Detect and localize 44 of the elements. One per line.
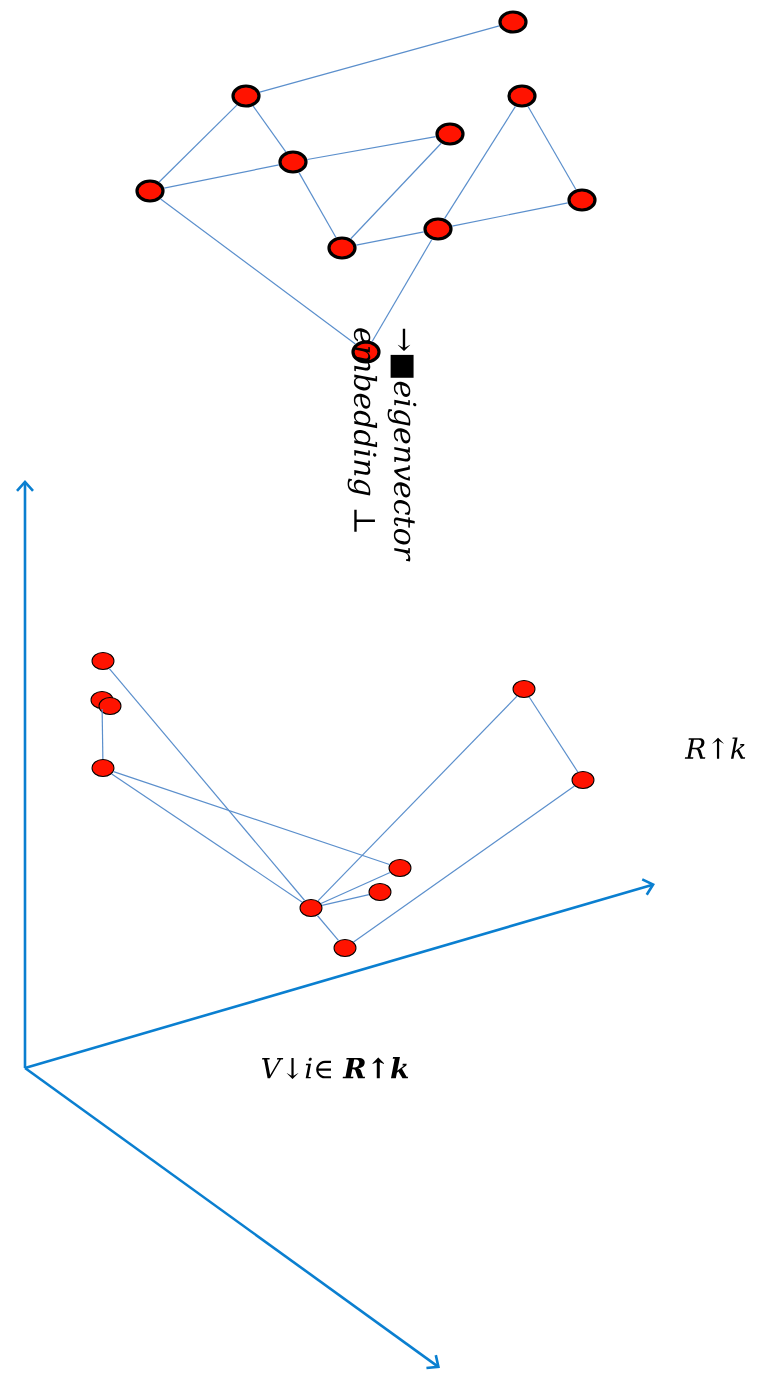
graph-edge [298,172,337,239]
graph-vertex [571,771,595,789]
graph-edge [158,104,238,183]
graph-vertex [91,759,115,777]
graph-vertex [435,122,465,146]
math-label: →■eigenvector embedding ⊥ [347,328,417,562]
math-label: R↑k [684,737,746,759]
graph-edge [259,25,500,93]
graph-edge [306,135,437,161]
graph-edge [355,231,425,246]
graph-vertex [135,179,165,203]
graph-edge [163,164,280,189]
graph-vertex [507,84,537,108]
graph-edge [443,105,517,220]
graph-edge [252,105,287,153]
graph-vertex [327,236,357,260]
graph-vertex [388,859,412,877]
graph-vertex [512,680,536,698]
math-label: V↓i∈ R↑k [262,1057,409,1079]
graph-vertex [98,697,122,715]
graph-vertex [333,939,357,957]
graph-edge [316,914,340,942]
graph-edge [108,667,306,902]
graph-edge [528,696,579,773]
graph-vertex [423,217,453,241]
graph-edge [112,770,391,866]
graph-edge [321,893,370,907]
graph-vertex [567,188,597,212]
graph-edge [352,785,576,943]
graph-vertex [278,150,308,174]
graph-vertex [91,652,115,670]
graph-vertex [498,10,528,34]
graph-vertex [368,883,392,901]
graph-edge [371,238,433,343]
graph-vertex [299,899,323,917]
graph-edge [160,198,356,345]
graph-vertex [231,84,261,108]
graph-edge [317,695,518,902]
graph-edge [111,773,303,903]
graph-edge [101,708,104,760]
graph-edge [320,871,391,905]
graph-edge [451,202,569,227]
graph-edge [350,142,442,240]
graph-edge [527,105,577,191]
